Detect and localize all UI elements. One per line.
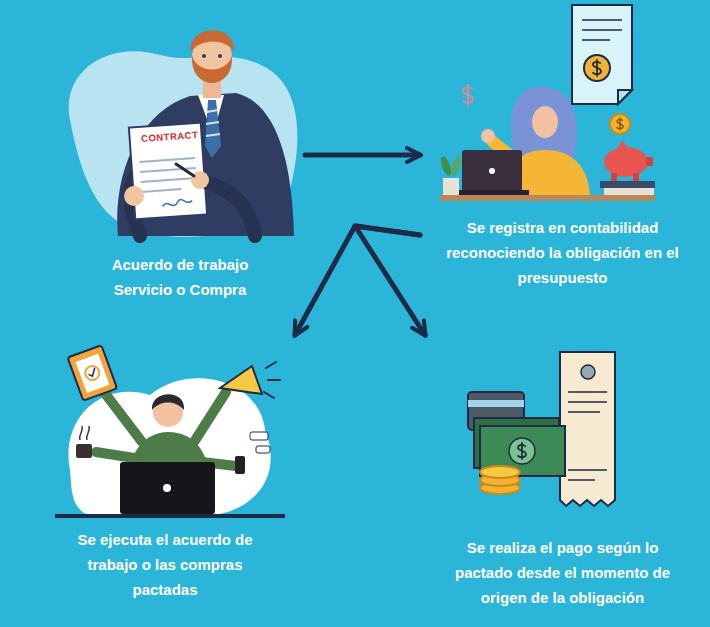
step-node: Se ejecuta el acuerdo de trabajo o las c… [35,335,295,602]
step-caption: Se ejecuta el acuerdo de trabajo o las c… [65,527,265,602]
flow-arrow [295,226,420,335]
worker-illustration [55,345,285,518]
step-caption: Acuerdo de trabajo Servicio o Compra [90,252,270,302]
step-caption: Se registra en contabilidad reconociendo… [445,215,681,290]
contract-label: CONTRACT [141,129,199,144]
illustration-slot [420,335,705,535]
payment-illustration [468,352,615,506]
step-caption: Se realiza el pago según lo pactado desd… [450,535,675,610]
flow-arrow [305,153,420,158]
step-node: Se realiza el pago según lo pactado desd… [420,335,705,610]
illustration-slot [420,8,705,215]
accounting-illustration [439,5,655,201]
contract-illustration [69,30,298,237]
flow-arrow [355,226,425,335]
step-node: Acuerdo de trabajo Servicio o Compra [55,8,305,302]
step-node: Se registra en contabilidad reconociendo… [420,8,705,290]
illustration-slot [35,335,295,527]
